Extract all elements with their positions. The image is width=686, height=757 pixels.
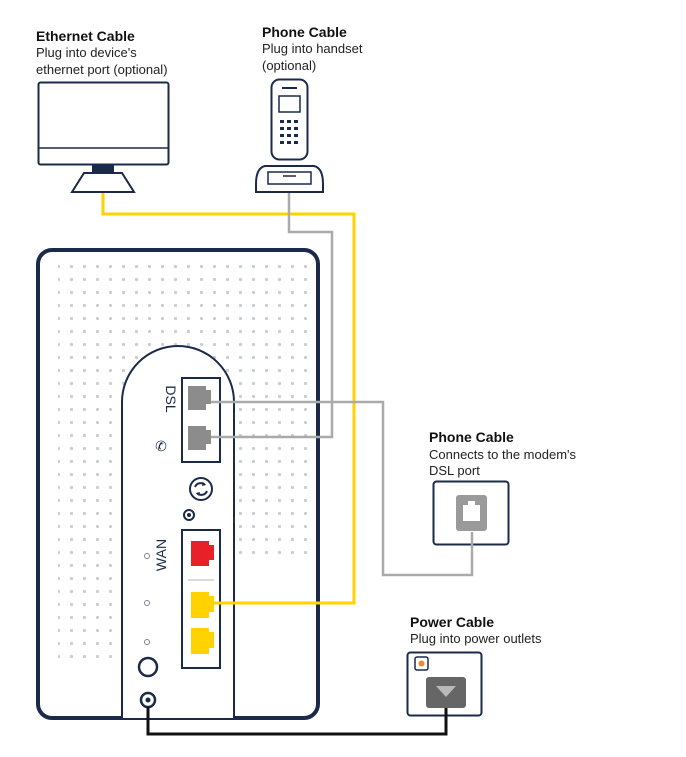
ethernet-cable-label: Ethernet Cable Plug into device's ethern… bbox=[36, 28, 168, 77]
cordless-phone-icon bbox=[255, 78, 324, 193]
led-indicator bbox=[144, 639, 150, 645]
wall-phone-socket-icon bbox=[432, 480, 510, 546]
dsl-phone-cable-title: Phone Cable bbox=[429, 429, 514, 445]
dsl-phone-cable bbox=[211, 400, 474, 577]
monitor-icon bbox=[37, 81, 170, 193]
power-button-icon[interactable] bbox=[137, 656, 159, 678]
handset-phone-cable bbox=[211, 193, 334, 439]
phone-port[interactable] bbox=[188, 426, 211, 450]
dsl-phone-cable-label: Phone Cable Connects to the modem's DSL … bbox=[429, 429, 576, 478]
handset-phone-cable-title: Phone Cable bbox=[262, 24, 347, 40]
handset-phone-cable-label: Phone Cable Plug into handset (optional) bbox=[262, 24, 363, 73]
ethernet-cable bbox=[101, 193, 356, 605]
power-cable bbox=[146, 707, 448, 736]
power-cable-label: Power Cable Plug into power outlets bbox=[410, 614, 542, 646]
phone-icon: ✆ bbox=[155, 438, 167, 454]
handset-phone-cable-desc-line1: Plug into handset bbox=[262, 41, 363, 56]
wps-icon[interactable] bbox=[189, 477, 213, 501]
ethernet-cable-title: Ethernet Cable bbox=[36, 28, 135, 44]
dsl-label: DSL bbox=[163, 385, 179, 412]
power-cable-title: Power Cable bbox=[410, 614, 494, 630]
lan-port-1[interactable] bbox=[191, 592, 214, 618]
handset-phone-cable-desc-line2: (optional) bbox=[262, 58, 316, 73]
power-outlet-icon bbox=[406, 651, 483, 717]
wan-label: WAN bbox=[153, 539, 169, 571]
ethernet-cable-desc-line1: Plug into device's bbox=[36, 45, 137, 60]
dsl-port[interactable] bbox=[188, 386, 211, 410]
reset-button[interactable] bbox=[183, 509, 195, 521]
modem-vent-grille-lower bbox=[58, 562, 128, 658]
led-indicator bbox=[144, 553, 150, 559]
lan-port-2[interactable] bbox=[191, 628, 214, 654]
dsl-phone-cable-desc-line2: DSL port bbox=[429, 463, 480, 478]
power-cable-desc: Plug into power outlets bbox=[410, 631, 542, 646]
dsl-phone-cable-desc-line1: Connects to the modem's bbox=[429, 447, 576, 462]
wan-port[interactable] bbox=[191, 541, 214, 566]
ethernet-cable-desc-line2: ethernet port (optional) bbox=[36, 62, 168, 77]
power-jack[interactable] bbox=[139, 691, 157, 709]
cables bbox=[101, 193, 474, 736]
modem: DSL ✆ WAN bbox=[36, 248, 320, 720]
led-indicator bbox=[144, 600, 150, 606]
